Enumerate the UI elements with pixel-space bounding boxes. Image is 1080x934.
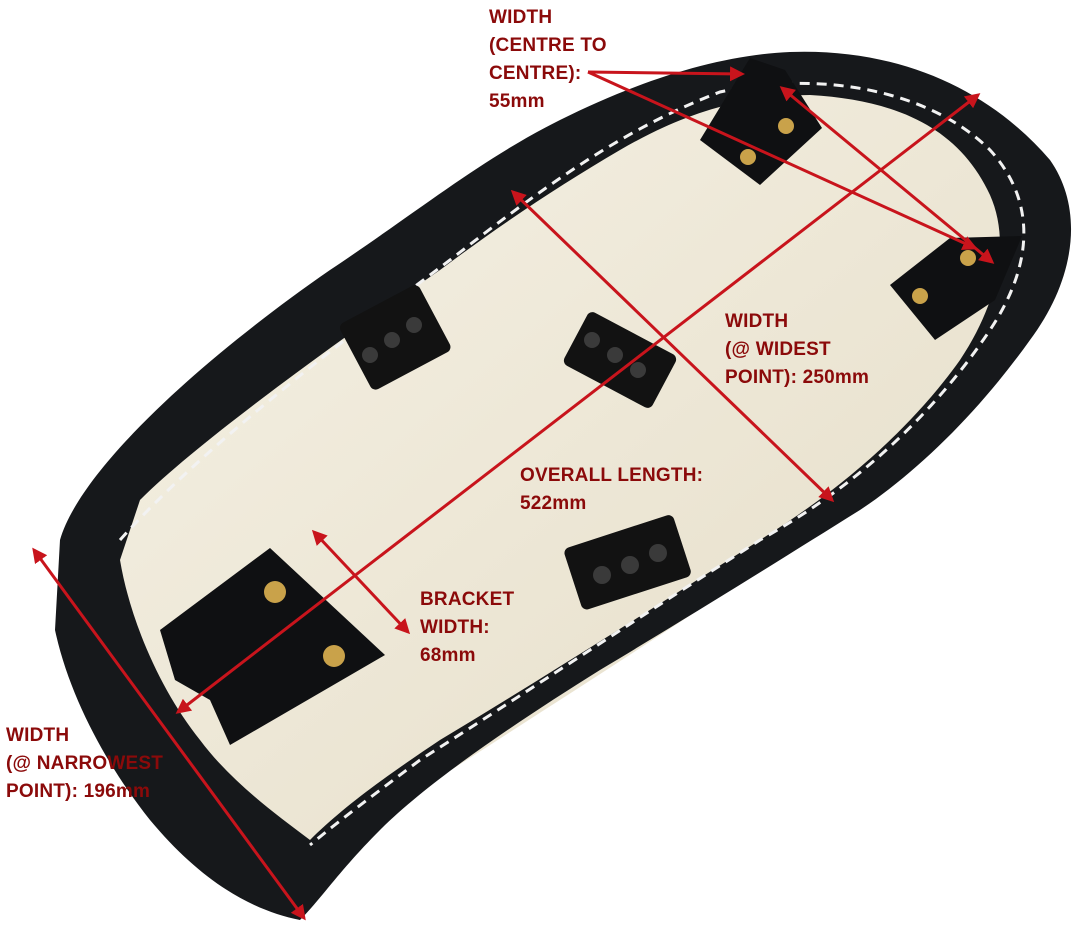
arrow-centre-1 xyxy=(587,66,745,82)
label-centre-width: WIDTH (CENTRE TO CENTRE): 55mm xyxy=(489,4,607,116)
label-line: OVERALL LENGTH: xyxy=(520,465,704,486)
label-line: WIDTH: xyxy=(420,617,490,638)
label-line: CENTRE): xyxy=(489,63,582,84)
label-line: 522mm xyxy=(520,493,587,514)
label-line: WIDTH xyxy=(489,7,553,28)
label-line: POINT): 250mm xyxy=(725,367,870,388)
label-narrowest-width: WIDTH (@ NARROWEST POINT): 196mm xyxy=(6,722,163,806)
label-line: WIDTH xyxy=(725,311,789,332)
label-line: WIDTH xyxy=(6,725,70,746)
arrow-widest-width xyxy=(510,189,835,503)
label-widest-width: WIDTH (@ WIDEST POINT): 250mm xyxy=(725,308,869,392)
label-line: (CENTRE TO xyxy=(489,35,607,56)
measurement-arrows xyxy=(32,66,995,921)
label-line: POINT): 196mm xyxy=(6,781,151,802)
label-overall-length: OVERALL LENGTH: 522mm xyxy=(520,462,703,518)
label-bracket-width: BRACKET WIDTH: 68mm xyxy=(420,586,514,670)
arrow-narrowest-width xyxy=(32,547,306,921)
label-line: (@ WIDEST xyxy=(725,339,831,360)
arrow-bracket-width xyxy=(311,529,411,635)
label-line: (@ NARROWEST xyxy=(6,753,164,774)
label-line: 55mm xyxy=(489,91,545,112)
label-line: 68mm xyxy=(420,645,476,666)
label-line: BRACKET xyxy=(420,589,515,610)
